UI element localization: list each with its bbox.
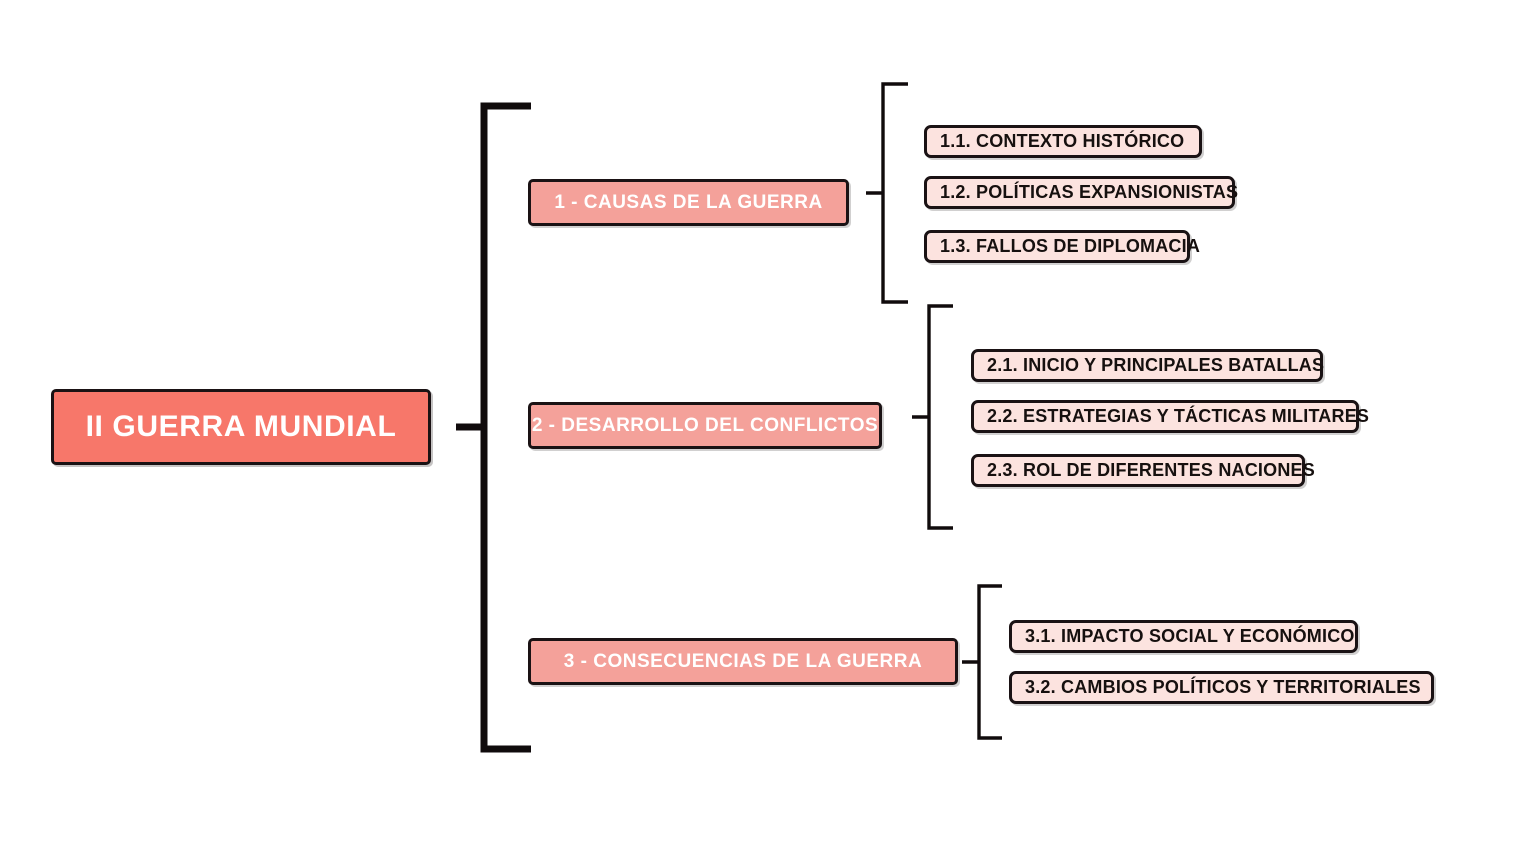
leaf-node-2-2[interactable]: 2.2. ESTRATEGIAS Y TÁCTICAS MILITARES [971, 400, 1369, 433]
branch-1-bracket [866, 82, 908, 304]
leaf-node-3-1[interactable]: 3.1. IMPACTO SOCIAL Y ECONÓMICO [1009, 620, 1358, 653]
root-node[interactable]: II GUERRA MUNDIAL [51, 389, 431, 465]
leaf-node-1-2[interactable]: 1.2. POLÍTICAS EXPANSIONISTAS [924, 176, 1239, 209]
branch-node-2[interactable]: 2 - DESARROLLO DEL CONFLICTOS [528, 402, 882, 449]
branch-node-1[interactable]: 1 - CAUSAS DE LA GUERRA [528, 179, 849, 226]
leaf-node-2-2-label: 2.2. ESTRATEGIAS Y TÁCTICAS MILITARES [987, 406, 1370, 426]
leaf-node-2-3-label: 2.3. ROL DE DIFERENTES NACIONES [987, 460, 1315, 480]
branch-node-3[interactable]: 3 - CONSECUENCIAS DE LA GUERRA [528, 638, 958, 685]
branch-3-bracket [962, 584, 1002, 740]
leaf-node-3-2[interactable]: 3.2. CAMBIOS POLÍTICOS Y TERRITORIALES [1009, 671, 1434, 704]
branch-node-3-label: 3 - CONSECUENCIAS DE LA GUERRA [563, 650, 923, 672]
leaf-node-1-3[interactable]: 1.3. FALLOS DE DIPLOMACIA [924, 230, 1200, 263]
leaf-node-1-2-label: 1.2. POLÍTICAS EXPANSIONISTAS [940, 182, 1239, 202]
branch-node-1-label: 1 - CAUSAS DE LA GUERRA [554, 191, 823, 213]
leaf-node-2-1-label: 2.1. INICIO Y PRINCIPALES BATALLAS [987, 355, 1325, 375]
leaf-node-1-1[interactable]: 1.1. CONTEXTO HISTÓRICO [924, 125, 1202, 158]
leaf-node-3-2-label: 3.2. CAMBIOS POLÍTICOS Y TERRITORIALES [1025, 677, 1421, 697]
branch-2-bracket [912, 304, 953, 530]
root-node-label: II GUERRA MUNDIAL [85, 410, 397, 443]
root-bracket [456, 102, 531, 753]
leaf-node-1-1-label: 1.1. CONTEXTO HISTÓRICO [940, 131, 1185, 151]
leaf-node-2-1[interactable]: 2.1. INICIO Y PRINCIPALES BATALLAS [971, 349, 1325, 382]
branch-node-2-label: 2 - DESARROLLO DEL CONFLICTOS [531, 414, 879, 436]
leaf-node-2-3[interactable]: 2.3. ROL DE DIFERENTES NACIONES [971, 454, 1315, 487]
leaf-node-1-3-label: 1.3. FALLOS DE DIPLOMACIA [940, 236, 1201, 256]
leaf-node-3-1-label: 3.1. IMPACTO SOCIAL Y ECONÓMICO [1025, 626, 1355, 646]
